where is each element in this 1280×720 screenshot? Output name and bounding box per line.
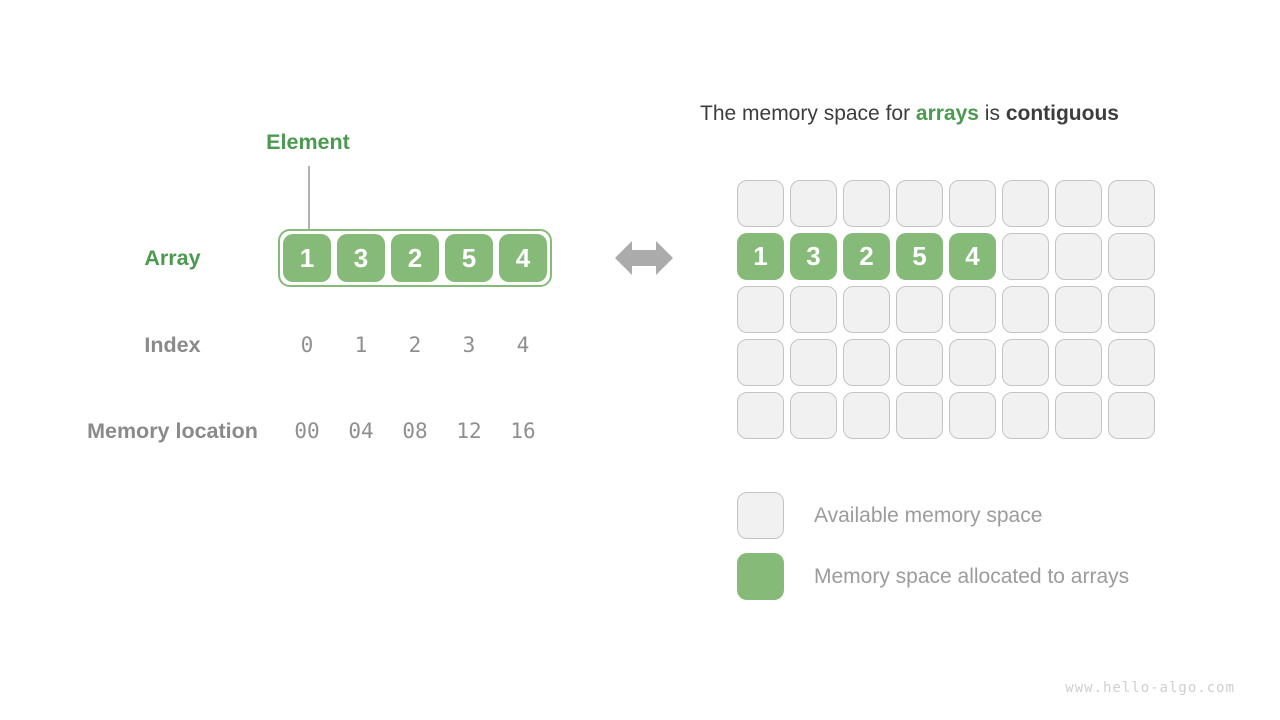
memory-cell-available: [790, 392, 837, 439]
memory-location-values-row: 00 04 08 12 16: [283, 418, 547, 444]
array-label: Array: [144, 246, 201, 270]
index-label: Index: [144, 333, 201, 357]
memory-cell-available: [790, 339, 837, 386]
memory-cell-available: [949, 339, 996, 386]
array-cell: 5: [445, 234, 493, 282]
memory-location-value: 16: [510, 419, 536, 443]
legend-item-allocated: Memory space allocated to arrays: [737, 553, 1129, 600]
memory-cell-available: [896, 339, 943, 386]
memory-cell-allocated: 3: [790, 233, 837, 280]
index-value: 4: [516, 333, 530, 357]
array-cell: 4: [499, 234, 547, 282]
memory-cell-available: [737, 180, 784, 227]
legend-item-available: Available memory space: [737, 492, 1042, 539]
legend-label-allocated: Memory space allocated to arrays: [814, 564, 1130, 588]
array-cell: 1: [283, 234, 331, 282]
memory-cell-available: [1002, 180, 1049, 227]
memory-cell-available: [1108, 286, 1155, 333]
index-value: 3: [462, 333, 476, 357]
memory-cell-available: [1002, 392, 1049, 439]
memory-cell-available: [843, 339, 890, 386]
memory-title: The memory space for arrays is contiguou…: [700, 102, 1200, 126]
title-middle: is: [978, 102, 1006, 125]
index-value: 0: [300, 333, 314, 357]
memory-cell-available: [1108, 233, 1155, 280]
title-highlight-arrays: arrays: [915, 102, 979, 125]
memory-cell-available: [843, 392, 890, 439]
memory-cell-available: [1055, 233, 1102, 280]
memory-location-value: 12: [456, 419, 482, 443]
title-bold-contiguous: contiguous: [1005, 102, 1119, 125]
array-cell: 3: [337, 234, 385, 282]
memory-cell-available: [949, 286, 996, 333]
memory-cell-available: [1055, 180, 1102, 227]
memory-cell-available: [1108, 392, 1155, 439]
memory-cell-available: [896, 392, 943, 439]
memory-cell-available: [1002, 286, 1049, 333]
memory-cell-available: [737, 286, 784, 333]
memory-cell-available: [1002, 339, 1049, 386]
index-value: 1: [354, 333, 368, 357]
memory-cell-allocated: 2: [843, 233, 890, 280]
memory-cell-available: [1108, 339, 1155, 386]
watermark: www.hello-algo.com: [1065, 680, 1235, 696]
memory-cell-available: [790, 286, 837, 333]
memory-cell-available: [1002, 233, 1049, 280]
memory-cell-available: [1055, 339, 1102, 386]
double-arrow-icon: [615, 238, 673, 278]
memory-cell-available: [737, 392, 784, 439]
element-pointer-line: [308, 166, 310, 229]
memory-cell-available: [896, 180, 943, 227]
memory-cell-available: [843, 180, 890, 227]
memory-cell-available: [949, 392, 996, 439]
memory-location-label: Memory location: [87, 419, 258, 443]
array-cell: 2: [391, 234, 439, 282]
memory-cell-available: [843, 286, 890, 333]
index-values-row: 0 1 2 3 4: [283, 332, 547, 358]
memory-cell-allocated: 4: [949, 233, 996, 280]
memory-cell-allocated: 1: [737, 233, 784, 280]
memory-cell-available: [1055, 286, 1102, 333]
memory-cell-available: [949, 180, 996, 227]
memory-cell-available: [896, 286, 943, 333]
element-label: Element: [266, 130, 350, 154]
index-value: 2: [408, 333, 422, 357]
memory-cell-available: [790, 180, 837, 227]
legend-label-available: Available memory space: [814, 503, 1043, 527]
memory-cell-available: [737, 339, 784, 386]
memory-cell-available: [1055, 392, 1102, 439]
memory-location-value: 00: [294, 419, 320, 443]
available-memory-swatch: [737, 492, 784, 539]
memory-cell-available: [1108, 180, 1155, 227]
title-prefix: The memory space for: [700, 102, 916, 125]
allocated-memory-swatch: [737, 553, 784, 600]
memory-cell-allocated: 5: [896, 233, 943, 280]
memory-location-value: 04: [348, 419, 374, 443]
memory-location-value: 08: [402, 419, 428, 443]
